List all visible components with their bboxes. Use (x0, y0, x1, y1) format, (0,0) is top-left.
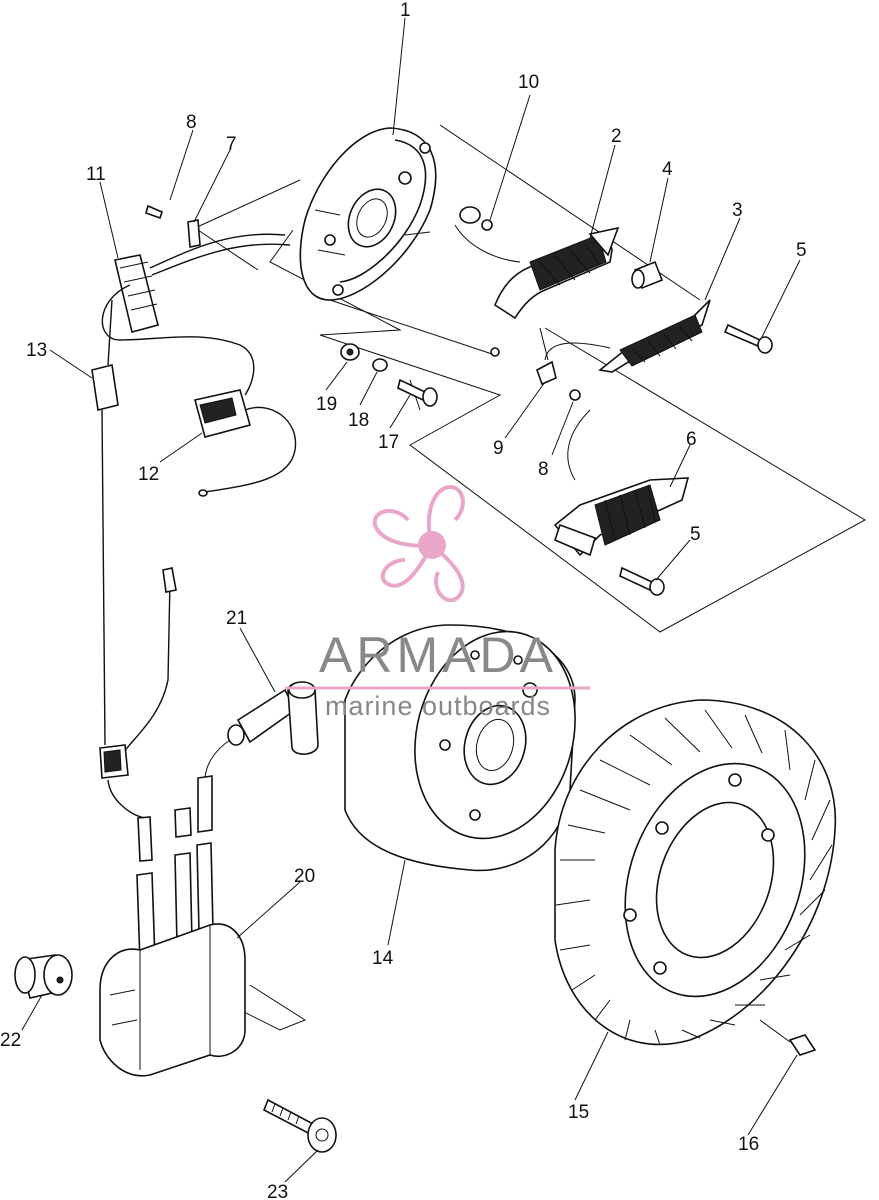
callout-22: 22 (0, 1030, 21, 1051)
fan-bolt (759, 1019, 817, 1056)
ignition-coil (99, 775, 246, 1077)
callout-numbers: 1 10 2 4 3 5 7 8 11 13 12 19 18 17 9 8 6… (0, 0, 807, 1200)
armada-watermark: ARMADA marine outboards (285, 485, 590, 721)
leader-lines (21, 17, 801, 1183)
watermark-brand: ARMADA (319, 627, 557, 683)
propeller-icon (372, 485, 465, 603)
callout-18: 18 (348, 410, 369, 431)
small-fasteners (454, 206, 611, 401)
watermark-tagline: marine outboards (325, 691, 551, 721)
charge-coil (494, 226, 620, 320)
spark-plug-cap (204, 681, 319, 781)
callout-19: 19 (316, 394, 337, 415)
ignition-module (194, 389, 297, 497)
flywheel-fan (554, 699, 837, 1046)
callout-10: 10 (518, 72, 539, 93)
callout-7: 7 (226, 134, 237, 155)
spacer-collar (631, 260, 664, 290)
lighting-coil (553, 409, 690, 557)
harness-wire (99, 409, 177, 862)
callout-6: 6 (686, 429, 697, 450)
callout-5-top: 5 (796, 240, 807, 261)
callout-17: 17 (378, 432, 399, 453)
callout-12: 12 (138, 464, 159, 485)
callout-9: 9 (493, 438, 504, 459)
callout-4: 4 (662, 159, 673, 180)
callout-16: 16 (738, 1134, 759, 1155)
callout-13: 13 (26, 340, 47, 361)
ignition-coil-bolt (262, 1098, 337, 1153)
callout-8-right: 8 (538, 459, 549, 480)
ignition-coil-collar (14, 954, 73, 999)
callout-2: 2 (611, 126, 622, 147)
stator-base-plate (299, 127, 437, 301)
callout-20: 20 (294, 866, 315, 887)
screw-lower (619, 566, 665, 596)
callout-3: 3 (732, 200, 743, 221)
washer-screw-set (340, 343, 438, 407)
callout-8-left: 8 (186, 112, 197, 133)
flywheel (344, 624, 576, 872)
screw-top (723, 323, 773, 354)
rectifier-and-wiring (91, 204, 291, 411)
callout-23: 23 (267, 1182, 288, 1200)
pulser-coil (598, 299, 711, 373)
callout-11: 11 (86, 164, 106, 185)
callout-21: 21 (226, 608, 247, 629)
callout-1: 1 (400, 0, 411, 21)
callout-5-lower: 5 (690, 524, 701, 545)
callout-14: 14 (372, 948, 394, 969)
callout-15: 15 (568, 1102, 589, 1123)
